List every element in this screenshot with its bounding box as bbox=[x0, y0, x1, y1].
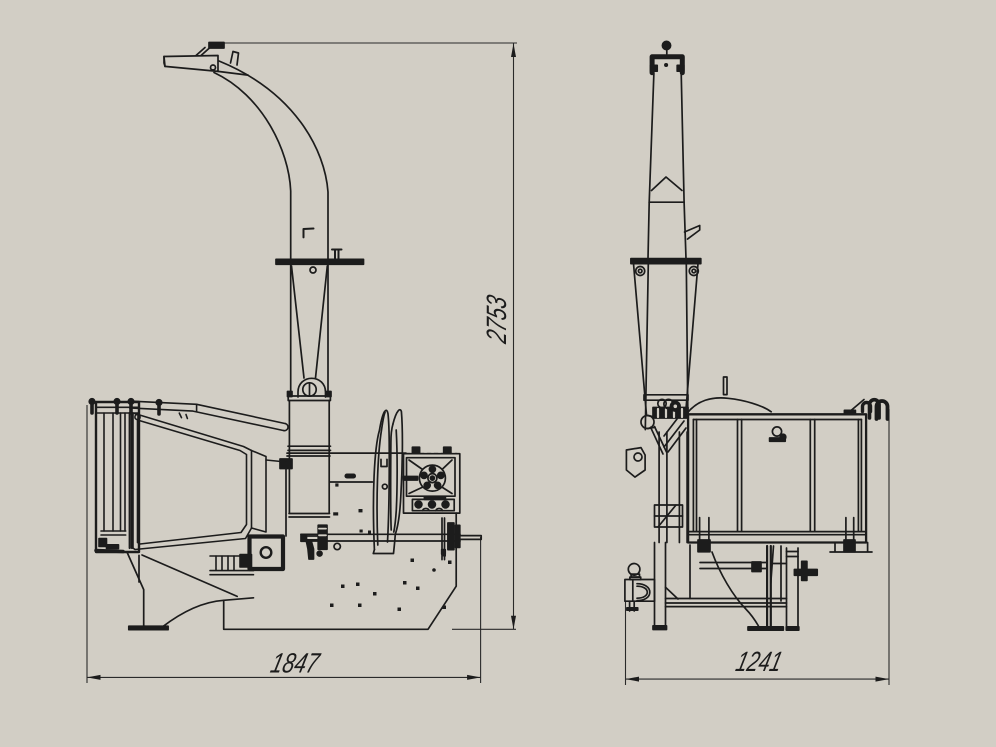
svg-text:1241: 1241 bbox=[733, 646, 786, 678]
svg-text:2753: 2753 bbox=[481, 292, 513, 347]
svg-text:1847: 1847 bbox=[267, 648, 323, 680]
